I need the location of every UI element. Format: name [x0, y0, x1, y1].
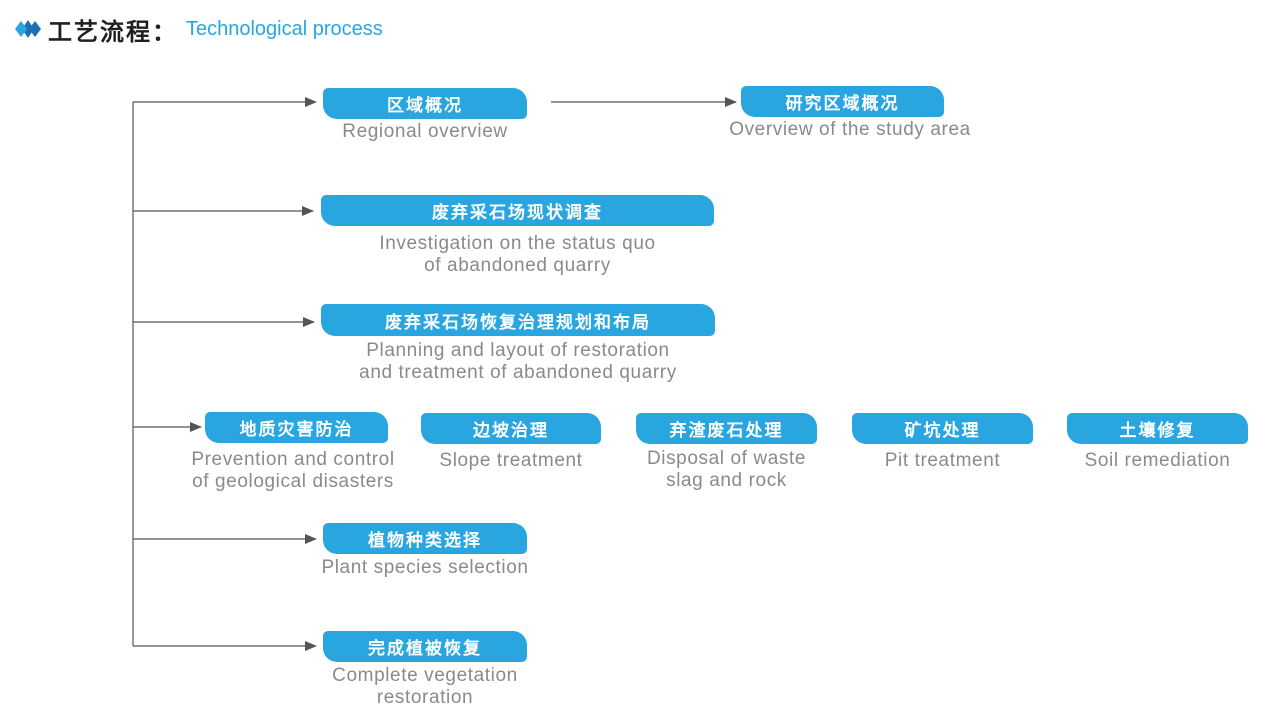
page-subtitle: Technological process: [186, 17, 383, 40]
node-slope-en: Slope treatment: [439, 450, 583, 471]
node-investigation-en: Investigation on the status quo of aband…: [379, 233, 656, 276]
node-slope: 边坡治理: [421, 413, 601, 444]
node-soil: 土壤修复: [1067, 413, 1248, 444]
node-pit-en: Pit treatment: [884, 450, 1001, 471]
node-planning: 废弃采石场恢复治理规划和布局: [321, 304, 715, 336]
node-plant-en: Plant species selection: [321, 557, 529, 578]
node-regional-overview: 区域概况: [323, 88, 527, 119]
node-planning-en: Planning and layout of restoration and t…: [359, 340, 677, 383]
node-geo-disaster: 地质灾害防治: [205, 412, 388, 443]
page-title: 工艺流程：: [48, 17, 178, 46]
node-soil-en: Soil remediation: [1084, 450, 1231, 471]
node-restoration: 完成植被恢复: [323, 631, 527, 662]
node-geo-disaster-en: Prevention and control of geological dis…: [191, 449, 395, 492]
node-investigation: 废弃采石场现状调查: [321, 195, 714, 226]
node-regional-overview-en: Regional overview: [342, 121, 508, 142]
node-restoration-en: Complete vegetation restoration: [332, 665, 518, 708]
node-waste: 弃渣废石处理: [636, 413, 817, 444]
node-study-area-en: Overview of the study area: [729, 119, 971, 140]
header: 工艺流程： Technological process: [14, 14, 383, 46]
node-plant: 植物种类选择: [323, 523, 527, 554]
diamond-logo-icon: [14, 16, 42, 42]
node-study-area: 研究区域概况: [741, 86, 944, 117]
node-waste-en: Disposal of waste slag and rock: [646, 448, 807, 491]
node-pit: 矿坑处理: [852, 413, 1033, 444]
